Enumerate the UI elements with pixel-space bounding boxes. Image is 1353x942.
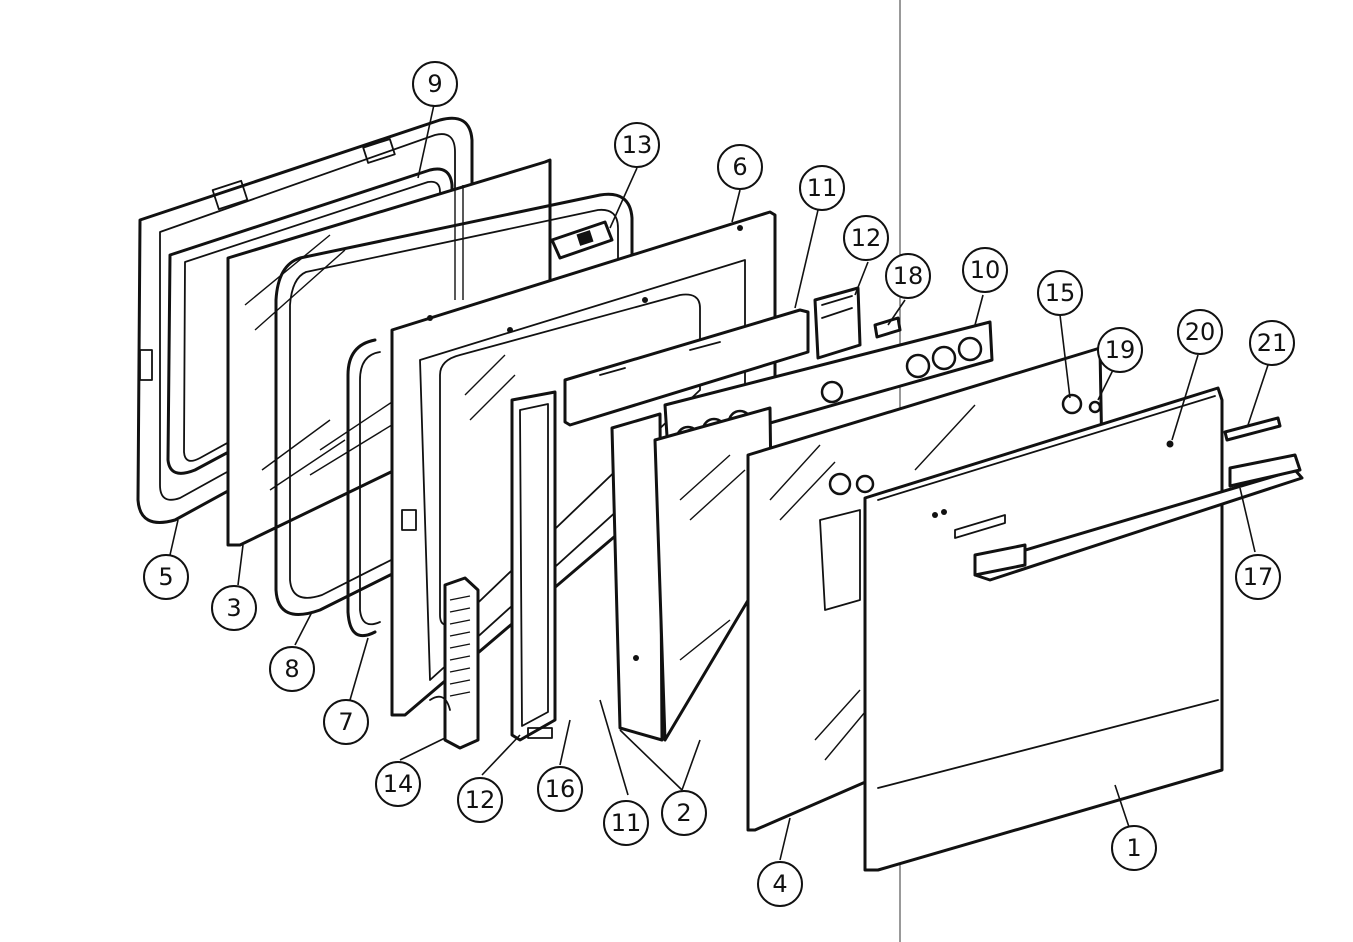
callout-15: 15 [1037,270,1083,316]
svg-text:6: 6 [732,153,747,181]
part-11-top-channel [563,308,810,427]
callout-8: 8 [269,646,315,692]
svg-text:10: 10 [970,256,1001,284]
svg-text:5: 5 [158,563,173,591]
callout-5: 5 [143,554,189,600]
callout-3: 3 [211,585,257,631]
callout-7: 7 [323,699,369,745]
svg-text:8: 8 [284,655,299,683]
svg-text:15: 15 [1045,279,1076,307]
callout-16: 16 [537,766,583,812]
callout-17: 17 [1235,554,1281,600]
callout-2: 2 [661,790,707,836]
svg-text:1: 1 [1126,834,1141,862]
svg-text:18: 18 [893,262,924,290]
svg-text:3: 3 [226,594,241,622]
svg-text:17: 17 [1243,563,1274,591]
part-12-upper-bracket [813,286,862,360]
part-1-front-door-panel [863,386,1224,872]
callout-12-top: 12 [843,215,889,261]
part-2-glass-panel [610,406,774,742]
svg-text:19: 19 [1105,336,1136,364]
callout-11-bottom: 11 [603,800,649,846]
svg-text:16: 16 [545,775,576,803]
svg-text:2: 2 [676,799,691,827]
part-21-strip [1223,416,1282,442]
part-14-hinge [429,576,480,750]
part-17-handle [973,453,1304,582]
callout-13: 13 [614,122,660,168]
svg-text:14: 14 [383,770,414,798]
callout-21: 21 [1249,320,1295,366]
svg-text:11: 11 [807,174,838,202]
callout-1: 1 [1111,825,1157,871]
callout-19: 19 [1097,327,1143,373]
callout-4: 4 [757,861,803,907]
svg-text:20: 20 [1185,318,1216,346]
svg-text:12: 12 [465,786,496,814]
callout-20: 20 [1177,309,1223,355]
callout-6: 6 [717,144,763,190]
svg-text:9: 9 [427,70,442,98]
leader-lines [169,99,1269,861]
svg-text:4: 4 [772,870,787,898]
callout-18: 18 [885,253,931,299]
callout-14: 14 [375,761,421,807]
part-7-side-strip [346,338,381,638]
callout-12-bottom: 12 [457,777,503,823]
svg-text:7: 7 [338,708,353,736]
callout-11-top: 11 [799,165,845,211]
part-13-latch [550,220,614,260]
svg-text:12: 12 [851,224,882,252]
svg-text:21: 21 [1257,329,1288,357]
svg-text:13: 13 [622,131,653,159]
part-12-lower-bracket [510,390,557,742]
svg-text:11: 11 [611,809,642,837]
part-18-pin [873,316,902,339]
callout-9: 9 [412,61,458,107]
callout-10: 10 [962,247,1008,293]
